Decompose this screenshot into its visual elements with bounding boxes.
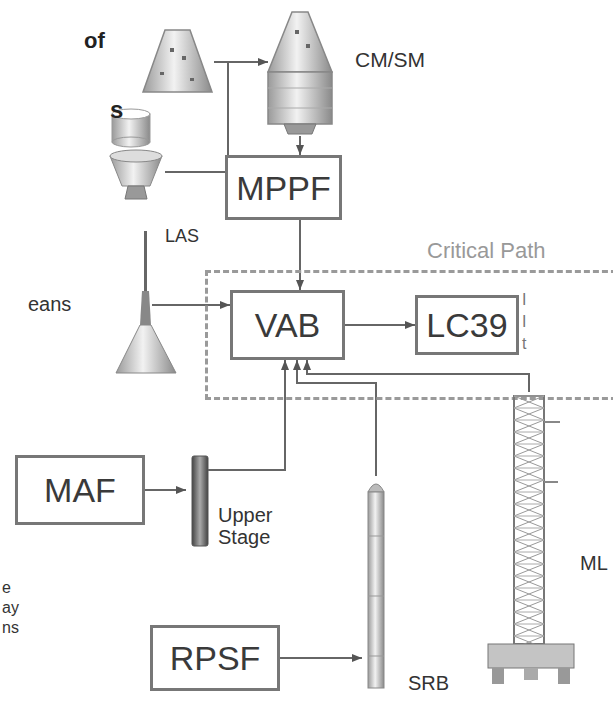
- flow-arrow: [299, 136, 301, 155]
- figure-label: Upper Stage: [218, 504, 280, 548]
- cut-off-text: I: [522, 292, 526, 308]
- hardware-drawing: [108, 225, 204, 377]
- cut-off-text: I: [522, 314, 526, 330]
- hardware-figure: CM/SM: [262, 8, 425, 136]
- cut-off-text: s: [110, 98, 123, 122]
- hardware-figure: LAS: [108, 225, 204, 377]
- cut-off-text: t: [522, 336, 526, 352]
- hardware-drawing: [362, 476, 454, 696]
- process-box: MAF: [15, 455, 145, 525]
- process-box: VAB: [230, 290, 345, 360]
- adapter-part: [110, 150, 162, 199]
- flow-arrow: [299, 220, 301, 290]
- hardware-drawing: [484, 392, 613, 694]
- box-label: MAF: [44, 473, 116, 507]
- hardware-drawing: [262, 8, 425, 136]
- critical-path-region: Critical PathVAB LC39: [205, 238, 613, 400]
- hardware-figure: ML: [484, 392, 613, 694]
- cut-off-text: eans: [28, 294, 71, 314]
- process-box: RPSF: [150, 625, 280, 691]
- figure-label: ML: [580, 552, 608, 574]
- figure-label: LAS: [165, 227, 199, 247]
- flow-arrow: [282, 360, 285, 470]
- figure-label: CM/SM: [355, 48, 425, 71]
- flow-arrow: [345, 324, 415, 326]
- flow-arrow: [145, 489, 186, 491]
- cut-off-text: e: [2, 580, 11, 596]
- capsule-part: [143, 30, 212, 92]
- box-label: LC39: [426, 308, 507, 342]
- flow-arrow: [280, 657, 362, 659]
- box-label: RPSF: [170, 641, 261, 675]
- cut-off-text: of: [84, 30, 105, 52]
- hardware-figure: SRB: [362, 476, 454, 696]
- region-heading: Critical Path: [427, 240, 546, 262]
- process-box: LC39: [415, 295, 519, 355]
- flow-arrow: [307, 360, 529, 392]
- cut-off-text: ay: [2, 600, 19, 616]
- box-label: VAB: [255, 308, 321, 342]
- figure-label: SRB: [408, 672, 449, 694]
- cut-off-text: ns: [2, 620, 19, 636]
- hardware-figure: Upper Stage: [186, 452, 282, 572]
- box-label: MPPF: [236, 171, 330, 205]
- process-box: MPPF: [225, 155, 342, 220]
- flow-arrow: [297, 360, 376, 476]
